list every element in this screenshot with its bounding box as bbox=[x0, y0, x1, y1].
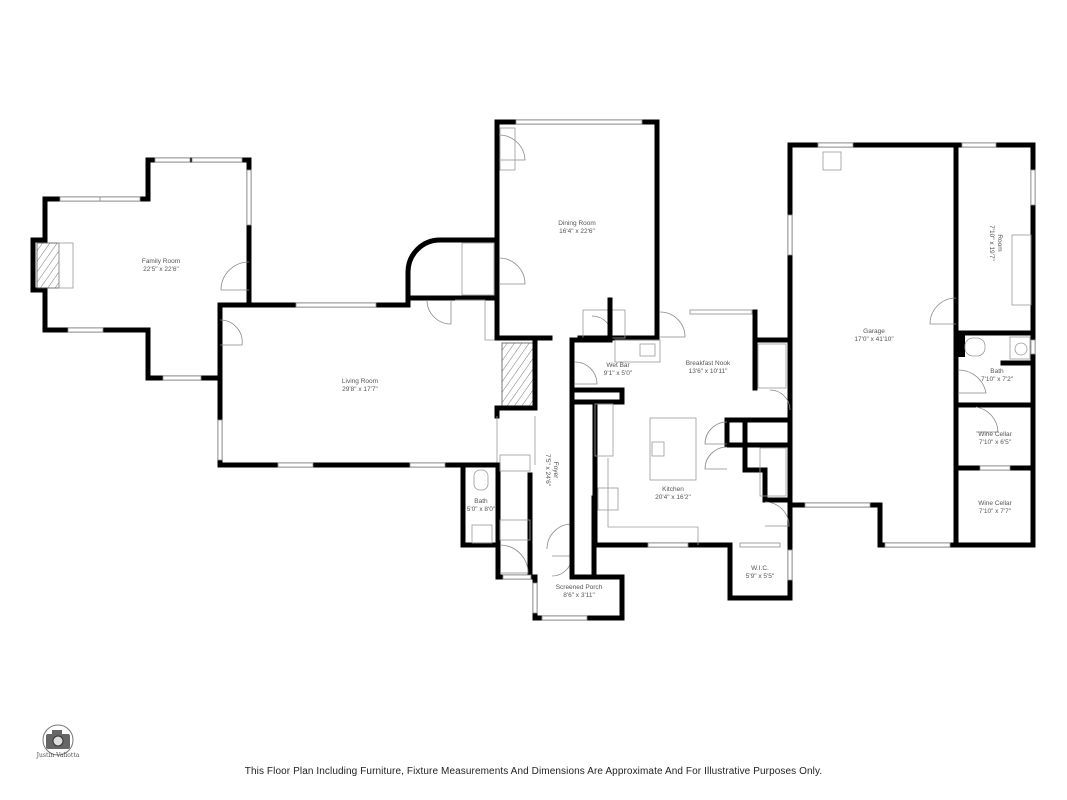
room-dims: 7'10" x 6'5" bbox=[978, 439, 1012, 446]
room-name: Breakfast Nook bbox=[685, 360, 731, 367]
living-room-walls bbox=[217, 237, 500, 468]
room-name: Family Room bbox=[141, 258, 181, 265]
room-dims: 9'1" x 5'0" bbox=[603, 370, 633, 377]
room-label-room: Room 7'10" x 19'7" bbox=[987, 225, 1003, 261]
room-label-bath-garage: Bath 7'10" x 7'2" bbox=[981, 368, 1013, 384]
bath-main-walls bbox=[460, 454, 533, 580]
room-name: Wine Cellar bbox=[978, 500, 1012, 507]
room-name: Wet Bar bbox=[606, 362, 630, 369]
room-label-wine-cellar-1: Wine Cellar 7'10" x 6'5" bbox=[978, 431, 1012, 447]
room-label-wic: W.I.C. 5'9" x 5'5" bbox=[746, 565, 774, 581]
room-dims: 13'6" x 10'11" bbox=[688, 368, 728, 375]
room-dims: 5'9" x 5'5" bbox=[745, 573, 775, 580]
room-dims: 16'4" x 22'6" bbox=[559, 228, 595, 235]
company-logo: Justin Valiotta bbox=[30, 722, 86, 772]
room-dims: 22'5" x 22'6" bbox=[143, 266, 179, 273]
room-dims: 29'8" x 17'7" bbox=[342, 386, 378, 393]
room-name: Garage bbox=[863, 328, 885, 335]
room-name: Bath bbox=[990, 368, 1004, 375]
family-room-walls bbox=[30, 157, 252, 381]
room-name: Bath bbox=[474, 498, 488, 505]
room-label-family-room: Family Room 22'5" x 22'6" bbox=[142, 258, 180, 274]
room-name: Living Room bbox=[341, 378, 379, 385]
room-dims: 5'0" x 8'0" bbox=[466, 506, 496, 513]
logo-text: Justin Valiotta bbox=[36, 752, 80, 759]
room-name: Dining Room bbox=[558, 220, 596, 227]
room-name: Wine Cellar bbox=[978, 431, 1012, 438]
room-name: Room bbox=[996, 234, 1003, 252]
room-dims: 7'10" x 7'7" bbox=[978, 508, 1012, 515]
room-dims: 8'6" x 3'11" bbox=[563, 592, 595, 599]
screened-porch-walls bbox=[532, 495, 625, 621]
disclaimer-text: This Floor Plan Including Furniture, Fix… bbox=[244, 766, 823, 777]
room-label-wine-cellar-2: Wine Cellar 7'10" x 7'7" bbox=[978, 500, 1012, 516]
room-dims: 7'5" x 24'6" bbox=[544, 453, 551, 487]
room-label-living-room: Living Room 29'8" x 17'7" bbox=[342, 378, 378, 394]
room-label-breakfast-nook: Breakfast Nook 13'6" x 10'11" bbox=[686, 360, 730, 376]
room-label-screened-porch: Screened Porch 8'6" x 3'11" bbox=[556, 584, 603, 600]
room-label-kitchen: Kitchen 20'4" x 16'2" bbox=[655, 486, 691, 502]
room-name: W.I.C. bbox=[751, 565, 769, 572]
room-label-wet-bar: Wet Bar 9'1" x 5'0" bbox=[604, 362, 632, 378]
room-dims: 20'4" x 16'2" bbox=[655, 494, 691, 501]
kitchen-walls bbox=[569, 297, 793, 601]
room-label-garage: Garage 17'0" x 41'10" bbox=[854, 328, 893, 344]
room-name: Screened Porch bbox=[555, 584, 603, 591]
room-dims: 7'10" x 7'2" bbox=[980, 376, 1014, 383]
room-dims: 7'10" x 19'7" bbox=[988, 225, 995, 261]
room-dims: 17'0" x 41'10" bbox=[854, 336, 894, 343]
east-wing-walls bbox=[929, 142, 1036, 548]
camera-icon bbox=[42, 724, 74, 756]
room-name: Kitchen bbox=[662, 486, 684, 493]
room-name: Foyer bbox=[552, 461, 559, 479]
room-label-bath-main: Bath 5'0" x 8'0" bbox=[467, 498, 495, 514]
room-label-dining-room: Dining Room 16'4" x 22'6" bbox=[558, 220, 596, 236]
room-label-foyer: Foyer 7'5" x 24'6" bbox=[543, 454, 559, 486]
garage-walls bbox=[787, 142, 959, 548]
foyer-walls bbox=[494, 337, 575, 501]
